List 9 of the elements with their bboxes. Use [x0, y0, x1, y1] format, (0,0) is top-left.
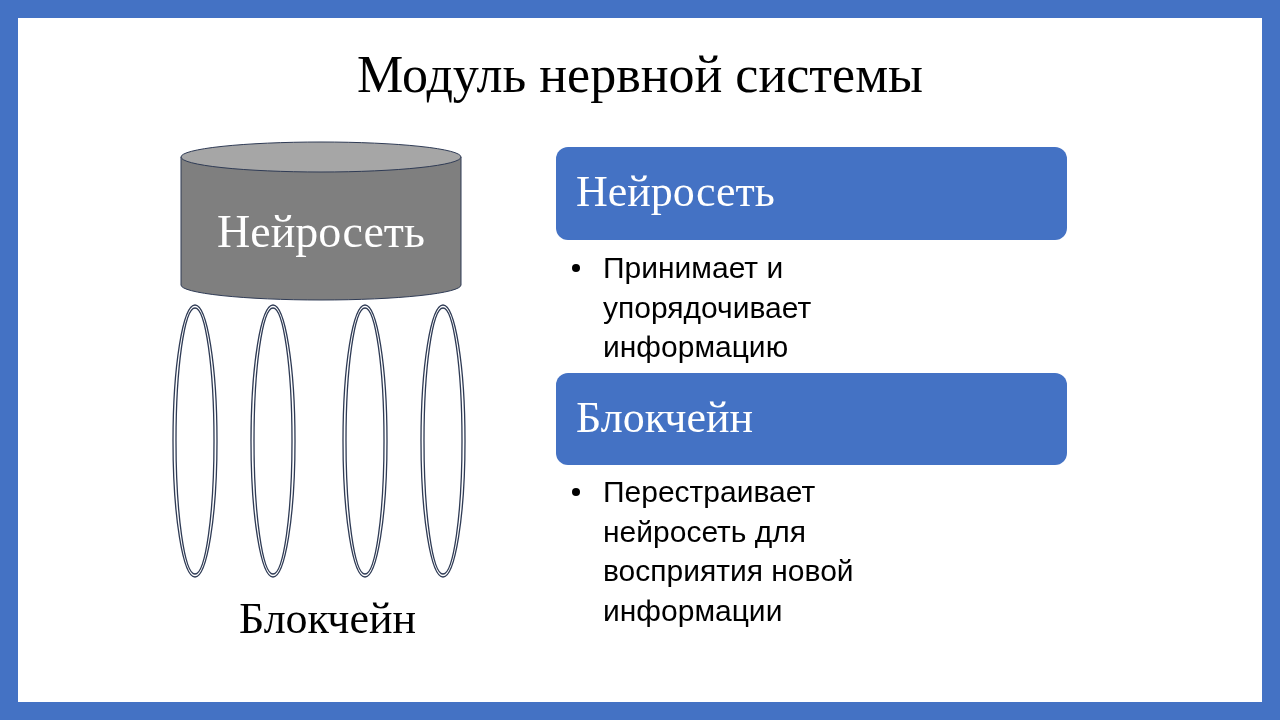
heading-text: Блокчейн [576, 393, 754, 443]
cylinder-label: Нейросеть [216, 205, 426, 259]
caption-text: Блокчейн [237, 593, 418, 645]
slide-title: Модуль нервной системы [356, 46, 923, 103]
heading-band [556, 147, 1067, 240]
heading-band [556, 373, 1067, 465]
heading-text: Нейросеть [576, 167, 775, 217]
bullet-text: Принимает и упорядочивает информацию [603, 250, 813, 365]
bullet-text: Перестраивает нейросеть для восприятия новой информации [603, 474, 855, 629]
